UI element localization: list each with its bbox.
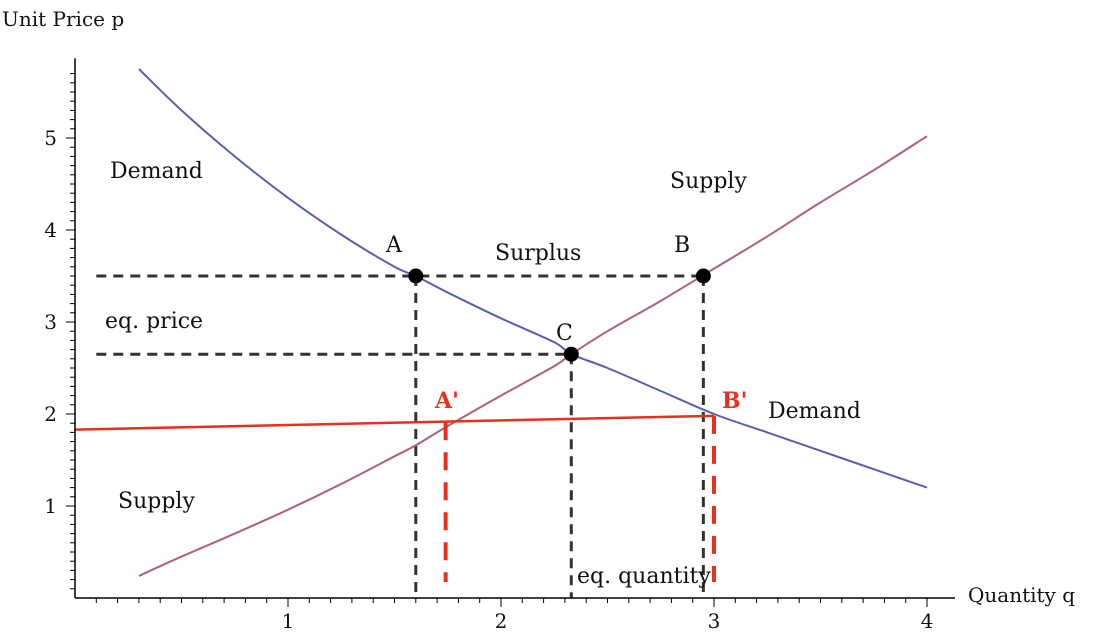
annotation-eq-price: eq. price [105,309,203,334]
series-demand-line [138,68,928,489]
point-label-b: B [674,233,690,258]
point-c [563,346,579,362]
series-supply-line [138,135,928,577]
x-tick-label: 1 [282,609,295,633]
point-label-c: C [556,321,573,346]
annotation-demand-top: Demand [110,159,203,184]
points [408,268,711,362]
x-tick-label: 4 [921,609,934,633]
x-tick-label: 3 [708,609,721,633]
y-tick-label: 5 [44,126,57,150]
annotation-eq-quantity: eq. quantity [577,564,711,589]
y-tick-label: 3 [44,310,57,334]
y-tick-label: 4 [44,218,57,242]
point-label-a-prime: A' [434,388,459,414]
point-label-b-prime: B' [722,388,747,414]
y-axis-title: Unit Price p [2,7,124,31]
curves [74,68,928,582]
annotation-demand-right: Demand [768,399,861,424]
annotation-supply-bottom: Supply [118,489,195,514]
x-tick-label: 2 [495,609,508,633]
guide-lines [96,274,705,598]
y-tick-label: 2 [44,402,57,426]
series-tax-line [74,414,715,431]
annotation-supply-top: Supply [670,169,747,194]
point-label-a: A [385,233,403,258]
annotation-surplus: Surplus [495,241,581,266]
x-axis-title: Quantity q [968,583,1075,607]
point-a [408,268,424,284]
axes [74,58,955,599]
point-b [695,268,711,284]
ticks: 1 2 3 4 1 2 3 4 5 [44,73,934,633]
y-tick-label: 1 [44,494,57,518]
